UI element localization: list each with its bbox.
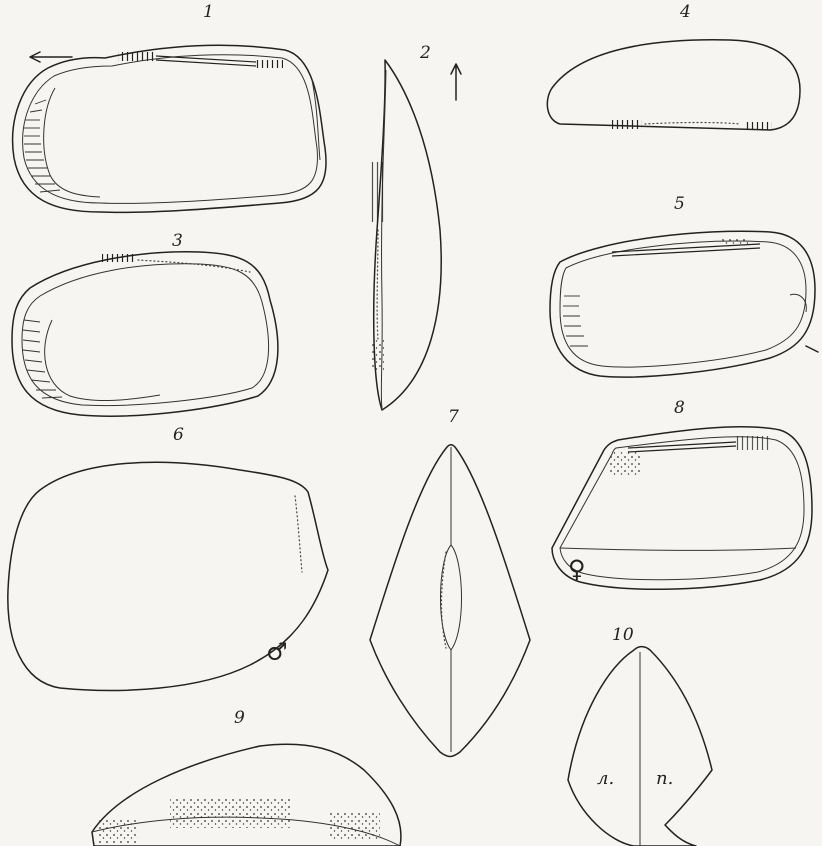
- figure-label-7: 7: [448, 409, 459, 426]
- figure-label-3: 3: [172, 233, 183, 250]
- figure-8-valve-inner-view-female: [552, 427, 812, 590]
- female-symbol-icon: ♀: [568, 557, 586, 581]
- figure-label-9: 9: [234, 710, 245, 727]
- figure-label-1: 1: [203, 4, 214, 21]
- figure-3-valve-inner-view: [12, 252, 278, 416]
- arrow-left-icon: [30, 52, 72, 62]
- figure-4-valve-outer-view: [547, 40, 800, 130]
- figure-7-carapace-dorsal-view: [370, 445, 530, 757]
- figure-label-6: 6: [173, 427, 184, 444]
- figure-2-valve-edge-view: [371, 60, 461, 410]
- arrow-up-icon: [451, 64, 461, 100]
- figure-9-valve-outer-view: [92, 744, 401, 846]
- figure-label-5: 5: [674, 196, 685, 213]
- valve-label-right: п.: [656, 770, 673, 788]
- figure-1-valve-inner-view: [13, 45, 326, 212]
- figure-label-4: 4: [680, 4, 691, 21]
- figure-label-8: 8: [674, 400, 685, 417]
- figure-10-carapace-valves: [568, 647, 712, 846]
- figure-label-2: 2: [420, 45, 431, 62]
- valve-label-left: л.: [597, 770, 614, 788]
- male-symbol-icon: ♂: [266, 640, 288, 664]
- figure-5-valve-inner-view: [550, 231, 818, 377]
- figure-label-10: 10: [612, 627, 634, 644]
